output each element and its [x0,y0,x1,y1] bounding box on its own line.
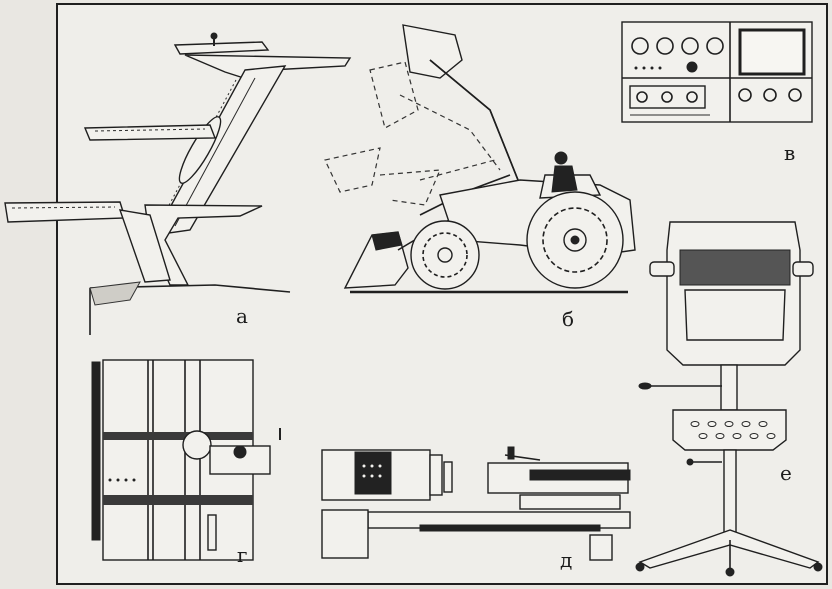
label-g: г [237,543,247,567]
drawing-g-building-section: г [91,359,281,567]
label-e: е [780,461,792,485]
label-v: в [784,141,795,165]
label-d: д [560,548,572,572]
label-a: а [236,304,248,328]
drawing-e-swivel-chair: е [635,221,823,577]
drawing-d-lathe: д [321,446,631,572]
drawing-b-tractor-loader: б [324,24,636,331]
label-b: б [562,307,574,331]
drawing-v-instrument-panel: в [621,21,813,165]
drawing-a-cantilever-tower: а [4,32,352,335]
